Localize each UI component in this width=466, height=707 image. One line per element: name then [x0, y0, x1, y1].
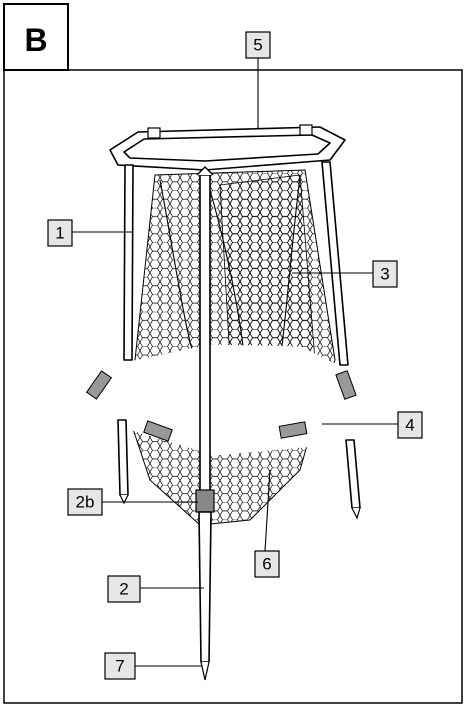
callout-2: 2 — [107, 575, 141, 603]
top-frame — [109, 124, 346, 171]
svg-text:4: 4 — [405, 416, 414, 435]
callout-7: 7 — [104, 652, 136, 680]
callout-5: 5 — [245, 31, 271, 59]
center-pole — [195, 166, 215, 681]
panel-label: B — [24, 22, 47, 58]
callout-1: 1 — [47, 219, 73, 247]
side-poles — [117, 161, 361, 520]
svg-text:2b: 2b — [76, 493, 95, 512]
svg-text:7: 7 — [115, 657, 124, 676]
svg-text:1: 1 — [55, 224, 64, 243]
callout-6: 6 — [254, 550, 280, 578]
leader-lines — [72, 58, 398, 667]
svg-text:2: 2 — [119, 580, 128, 599]
svg-text:5: 5 — [253, 36, 262, 55]
callout-4: 4 — [397, 411, 423, 439]
svg-text:3: 3 — [380, 265, 389, 284]
figure-frame — [3, 3, 463, 704]
lower-frame — [85, 344, 357, 456]
callout-3: 3 — [372, 260, 398, 288]
callout-2b: 2b — [67, 488, 103, 516]
svg-text:6: 6 — [262, 555, 271, 574]
pole-connector — [195, 489, 215, 513]
